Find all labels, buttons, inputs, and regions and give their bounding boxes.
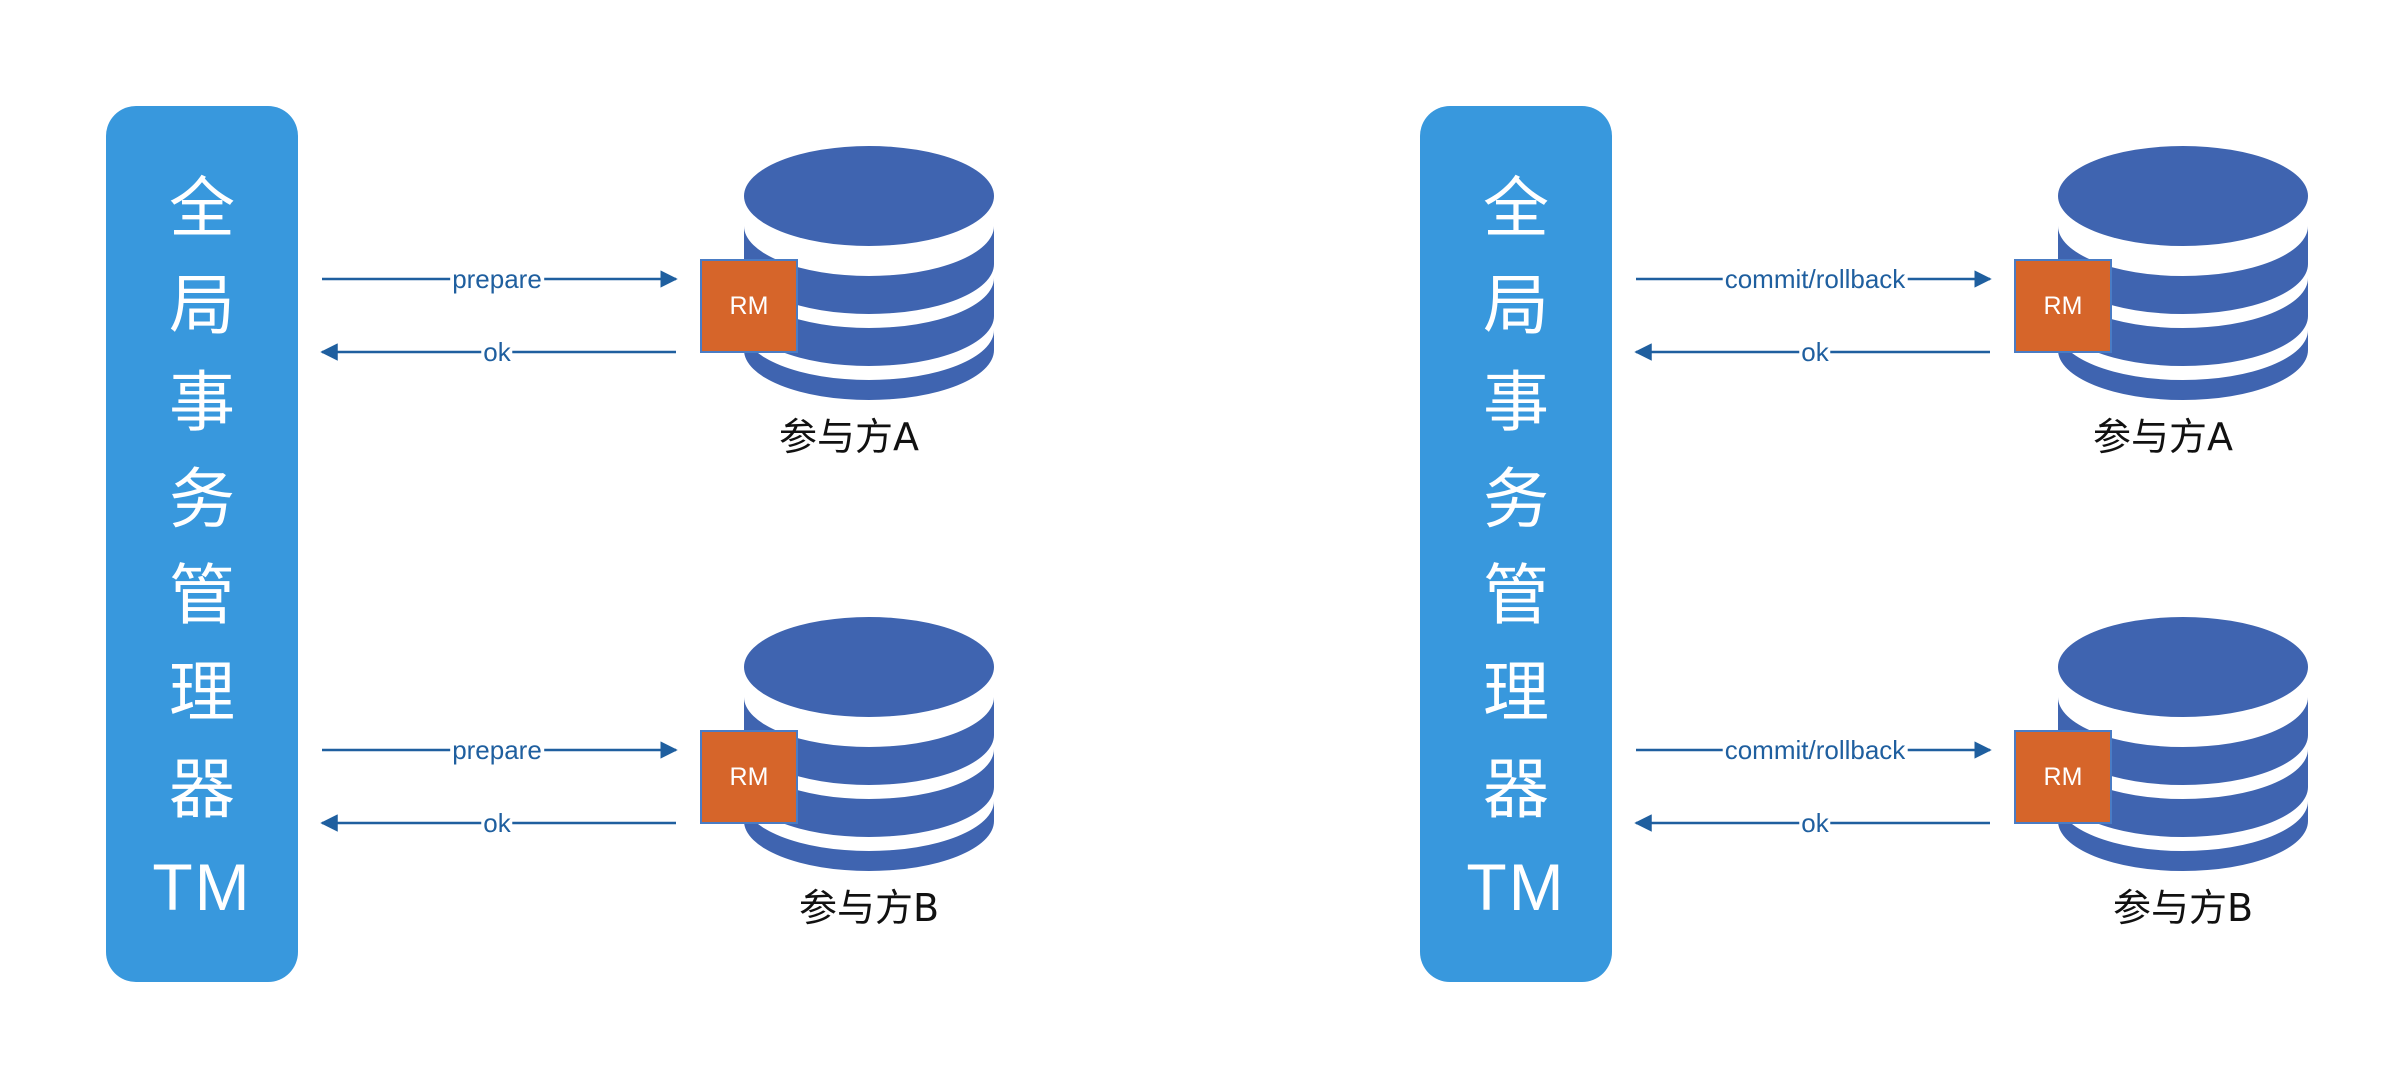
global-transaction-manager: 全 局 事 务 管 理 器 TM [106,106,298,982]
request-label-b: commit/rollback [1722,735,1908,765]
response-label-a: ok [1799,337,1831,367]
rm-box: RM [700,730,798,824]
request-label-a: commit/rollback [1722,264,1908,294]
prepare-phase-panel: 全 局 事 务 管 理 器 TM prepare ok prepare ok R… [106,106,994,982]
tm-char: 局 [169,266,235,344]
tm-char: 全 [1483,170,1549,247]
tm-char: 事 [169,363,235,441]
tm-char: 理 [169,654,235,732]
tm-code: TM [152,849,252,924]
rm-box: RM [2014,259,2112,353]
tm-char: 务 [169,460,235,538]
tm-code: TM [1466,849,1566,924]
tm-char: 器 [169,751,235,829]
commit-phase-panel: 全 局 事 务 管 理 器 TM commit/rollback ok comm… [1314,0,2402,1080]
request-label-b: prepare [450,735,544,765]
response-label-b: ok [1799,808,1831,838]
tm-char: 全 [169,170,235,247]
database-icon [2058,144,2308,404]
tm-char: 理 [1483,654,1549,732]
participant-a-label: 参与方A [2093,415,2233,459]
request-label-a: prepare [450,264,544,294]
global-transaction-manager: 全 局 事 务 管 理 器 TM [1420,106,1612,982]
rm-box: RM [700,259,798,353]
database-icon [2058,615,2308,875]
message-arrows [320,270,678,832]
tm-char: 局 [1483,266,1549,344]
participant-a-label: 参与方A [779,415,919,459]
rm-box: RM [2014,730,2112,824]
response-label-a: ok [481,337,513,367]
database-icon [744,615,994,875]
response-label-b: ok [481,808,513,838]
participant-b-label: 参与方B [798,886,940,930]
tm-char: 管 [1483,557,1549,635]
participant-b-label: 参与方B [2112,886,2254,930]
tm-char: 务 [1483,460,1549,538]
tm-char: 器 [1483,751,1549,829]
tm-char: 管 [169,557,235,635]
tm-char: 事 [1483,363,1549,441]
database-icon [744,144,994,404]
